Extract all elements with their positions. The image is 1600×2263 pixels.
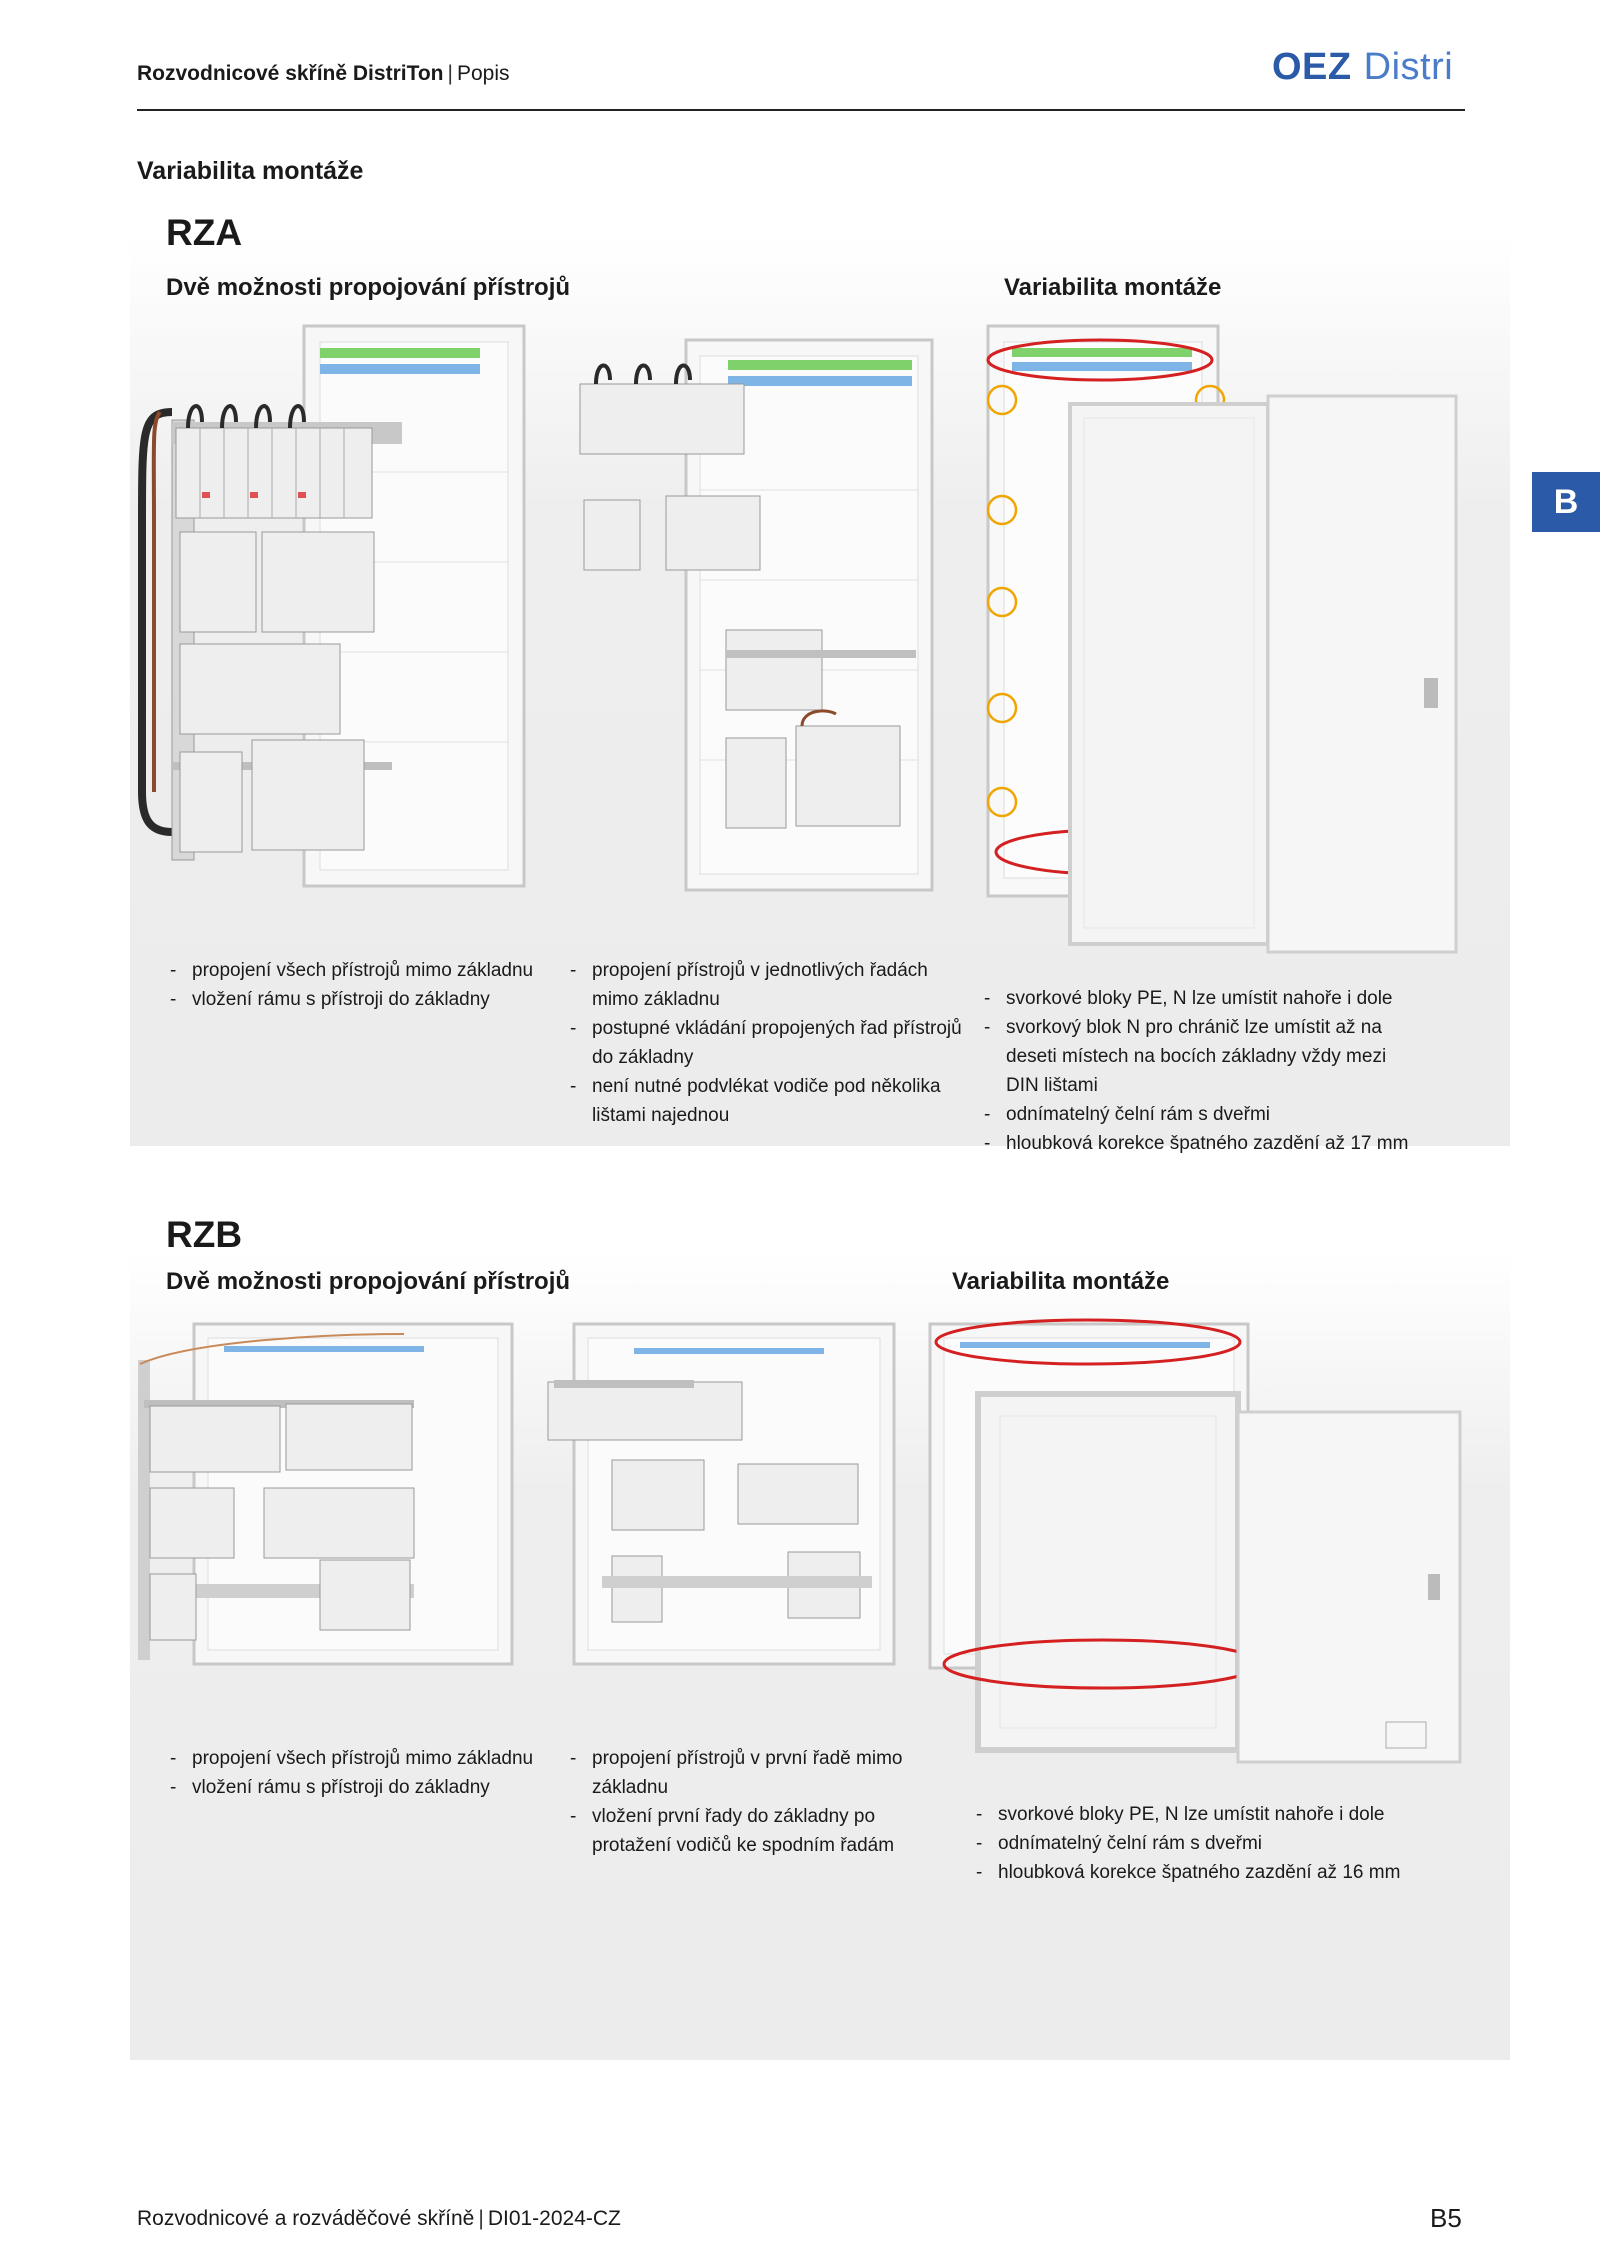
list-item: svorkový blok N pro chránič lze umístit … (980, 1013, 1410, 1100)
header-divider (137, 109, 1465, 111)
rza-left-heading: Dvě možnosti propojování přístrojů (166, 274, 571, 301)
rzb-col3-list: svorkové bloky PE, N lze umístit nahoře … (972, 1800, 1402, 1887)
rza-col1-list: propojení všech přístrojů mimo základnu … (166, 956, 546, 1014)
logo-brand: OEZ (1272, 46, 1352, 88)
rzb-photo-all-wired (134, 1320, 518, 1670)
footer-separator: | (478, 2207, 484, 2230)
page-number: B5 (1430, 2203, 1462, 2233)
header-title-rest: Popis (456, 62, 510, 85)
rza-right-heading: Variabilita montáže (1004, 274, 1222, 301)
rzb-title: RZB (166, 1214, 243, 1255)
section-tab: B (1532, 472, 1600, 532)
list-item: svorkové bloky PE, N lze umístit nahoře … (980, 984, 1410, 1013)
list-item: hloubková korekce špatného zazdění až 16… (972, 1858, 1402, 1887)
list-item: vložení rámu s přístroji do základny (166, 985, 546, 1014)
list-item: není nutné podvlékat vodiče pod několika… (566, 1072, 966, 1130)
rzb-right-heading: Variabilita montáže (952, 1268, 1170, 1295)
list-item: propojení přístrojů v první řadě mimo zá… (566, 1744, 946, 1802)
rzb-photo-row-wired (542, 1320, 902, 1670)
rza-photo-row-wired (556, 330, 948, 900)
rzb-col1-list: propojení všech přístrojů mimo základnu … (166, 1744, 546, 1802)
header-separator: | (447, 62, 453, 85)
list-item: odnímatelný čelní rám s dveřmi (972, 1829, 1402, 1858)
list-item: propojení přístrojů v jednotlivých řadác… (566, 956, 966, 1014)
list-item: propojení všech přístrojů mimo základnu (166, 1744, 546, 1773)
logo-product: Distri (1363, 46, 1454, 88)
rzb-photo-variability (928, 1316, 1468, 1776)
page-heading: Variabilita montáže (137, 157, 364, 185)
list-item: svorkové bloky PE, N lze umístit nahoře … (972, 1800, 1402, 1829)
footer-left: Rozvodnicové a rozváděčové skříně|DI01-2… (137, 2207, 621, 2231)
header-title-bold: Rozvodnicové skříně DistriTon (137, 62, 444, 85)
list-item: postupné vkládání propojených řad přístr… (566, 1014, 966, 1072)
list-item: odnímatelný čelní rám s dveřmi (980, 1100, 1410, 1129)
list-item: propojení všech přístrojů mimo základnu (166, 956, 546, 985)
list-item: hloubková korekce špatného zazdění až 17… (980, 1129, 1410, 1158)
footer-code: DI01-2024-CZ (487, 2207, 621, 2230)
rza-col2-list: propojení přístrojů v jednotlivých řadác… (566, 956, 966, 1130)
rza-photo-variability (982, 322, 1482, 972)
rza-col3-list: svorkové bloky PE, N lze umístit nahoře … (980, 984, 1410, 1158)
rza-photo-all-wired (132, 322, 532, 892)
list-item: vložení rámu s přístroji do základny (166, 1773, 546, 1802)
footer-title: Rozvodnicové a rozváděčové skříně (137, 2207, 475, 2230)
list-item: vložení první řady do základny po protaž… (566, 1802, 946, 1860)
oez-logo: OEZ Distri (1272, 46, 1453, 89)
rzb-left-heading: Dvě možnosti propojování přístrojů (166, 1268, 571, 1295)
rzb-col2-list: propojení přístrojů v první řadě mimo zá… (566, 1744, 946, 1860)
header-title: Rozvodnicové skříně DistriTon|Popis (137, 62, 510, 86)
rza-title: RZA (166, 212, 243, 253)
